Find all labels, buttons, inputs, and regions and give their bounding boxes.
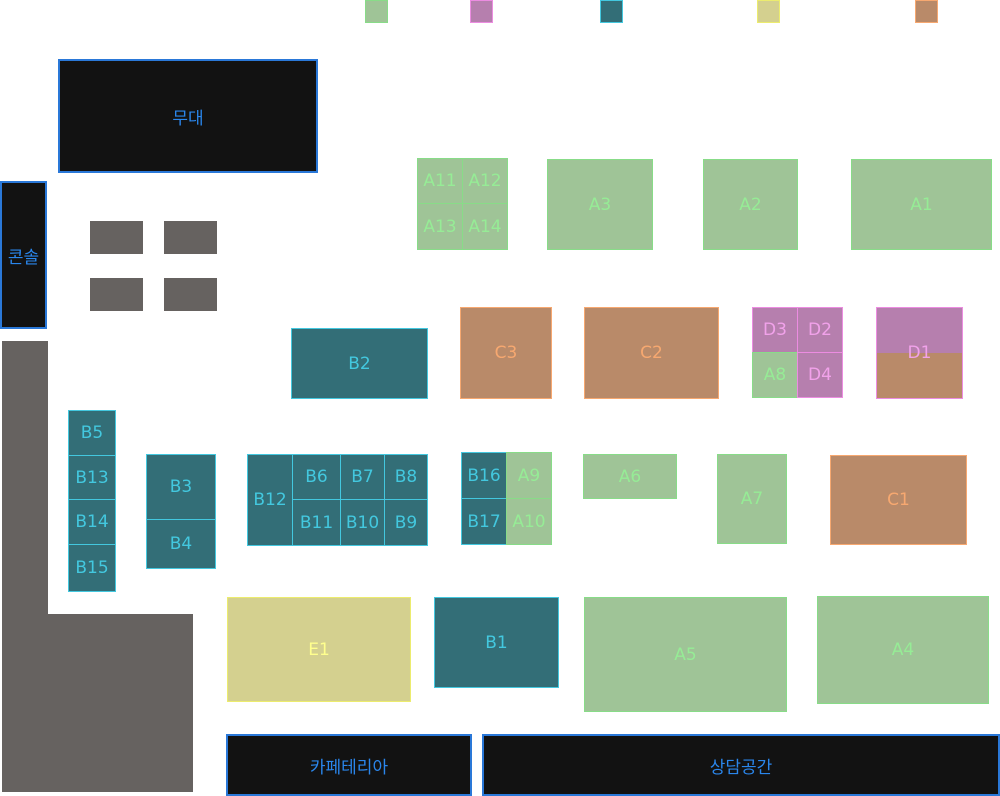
booth-C3[interactable]: C3: [460, 307, 552, 399]
booth-B9[interactable]: B9: [384, 499, 428, 546]
table-block-1: [90, 221, 143, 254]
booth-D1[interactable]: D1: [876, 307, 963, 399]
booth-C1[interactable]: C1: [830, 455, 967, 545]
zone-console-label: 콘솔: [7, 247, 40, 268]
booth-A9[interactable]: A9: [506, 452, 552, 499]
legend-swatch-orange: [915, 0, 938, 23]
wall-structure-base: [2, 614, 193, 792]
table-block-2: [164, 221, 217, 254]
booth-B16[interactable]: B16: [461, 452, 507, 499]
booth-A13[interactable]: A13: [417, 203, 463, 250]
booth-A14[interactable]: A14: [462, 203, 508, 250]
booth-A7[interactable]: A7: [717, 454, 787, 544]
booth-A11[interactable]: A11: [417, 158, 463, 204]
zone-consult[interactable]: 상담공간: [482, 734, 1000, 796]
booth-B6[interactable]: B6: [292, 454, 341, 500]
table-block-4: [164, 278, 217, 311]
booth-B4[interactable]: B4: [146, 519, 216, 569]
legend-swatch-pink: [470, 0, 493, 23]
booth-D3[interactable]: D3: [752, 307, 798, 353]
zone-cafeteria-label: 카페테리아: [309, 757, 389, 778]
booth-C2[interactable]: C2: [584, 307, 719, 399]
legend-swatch-green: [365, 0, 388, 23]
booth-E1[interactable]: E1: [227, 597, 411, 702]
booth-A10[interactable]: A10: [506, 498, 552, 545]
table-block-3: [90, 278, 143, 311]
booth-B1[interactable]: B1: [434, 597, 559, 688]
booth-B14[interactable]: B14: [68, 499, 116, 545]
booth-A8[interactable]: A8: [752, 352, 798, 398]
booth-B15[interactable]: B15: [68, 544, 116, 592]
booth-A1[interactable]: A1: [851, 159, 992, 250]
zone-consult-label: 상담공간: [709, 757, 773, 778]
booth-D4[interactable]: D4: [797, 352, 843, 398]
booth-B10[interactable]: B10: [340, 499, 385, 546]
booth-B3[interactable]: B3: [146, 454, 216, 520]
zone-cafeteria[interactable]: 카페테리아: [226, 734, 472, 796]
legend-swatch-yellow: [757, 0, 780, 23]
booth-B5[interactable]: B5: [68, 410, 116, 456]
booth-B7[interactable]: B7: [340, 454, 385, 500]
booth-A12[interactable]: A12: [462, 158, 508, 204]
booth-B11[interactable]: B11: [292, 499, 341, 546]
booth-B13[interactable]: B13: [68, 455, 116, 500]
booth-A5[interactable]: A5: [584, 597, 787, 712]
booth-A6[interactable]: A6: [583, 454, 677, 499]
booth-A2[interactable]: A2: [703, 159, 798, 250]
legend-swatch-teal: [600, 0, 623, 23]
zone-console[interactable]: 콘솔: [0, 181, 47, 329]
booth-B2[interactable]: B2: [291, 328, 428, 399]
zone-stage-label: 무대: [172, 108, 204, 129]
zone-stage[interactable]: 무대: [58, 59, 318, 173]
booth-A4[interactable]: A4: [817, 596, 989, 704]
booth-B12[interactable]: B12: [247, 454, 293, 546]
booth-D2[interactable]: D2: [797, 307, 843, 353]
booth-B8[interactable]: B8: [384, 454, 428, 500]
booth-B17[interactable]: B17: [461, 498, 507, 545]
booth-A3[interactable]: A3: [547, 159, 653, 250]
